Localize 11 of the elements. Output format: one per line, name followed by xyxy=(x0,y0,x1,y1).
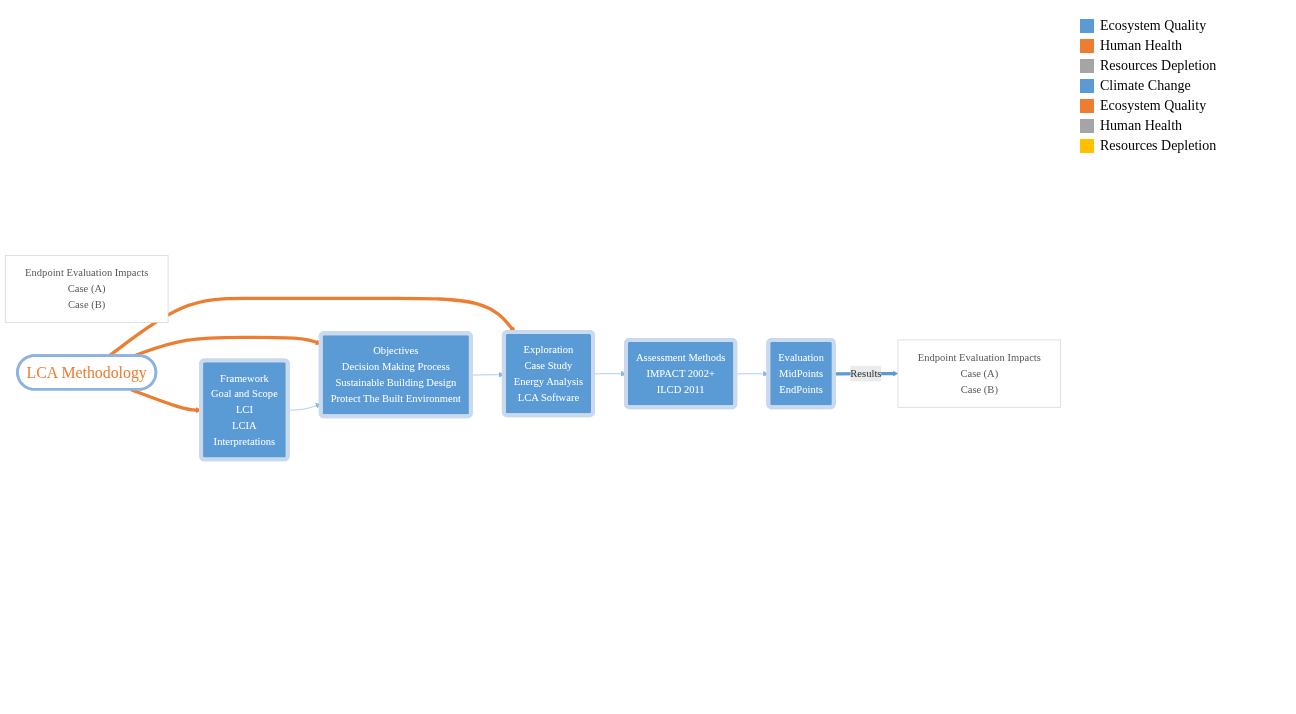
legend-label: Human Health xyxy=(1100,118,1183,134)
edge-label: Results xyxy=(850,367,882,379)
legend-label: Ecosystem Quality xyxy=(1100,18,1207,34)
legend-label: Ecosystem Quality xyxy=(1100,98,1207,114)
legend-label: Resources Depletion xyxy=(1100,58,1217,74)
legend-label: Climate Change xyxy=(1100,78,1191,94)
arrow xyxy=(108,296,516,357)
legend-label: Resources Depletion xyxy=(1100,138,1217,154)
node-box: Endpoint Evaluation Impacts Case (A) Case (B) xyxy=(897,339,1062,408)
legend-label: Human Health xyxy=(1100,38,1183,54)
node-box: Endpoint Evaluation Impacts Case (A) Case (B) xyxy=(4,254,169,323)
